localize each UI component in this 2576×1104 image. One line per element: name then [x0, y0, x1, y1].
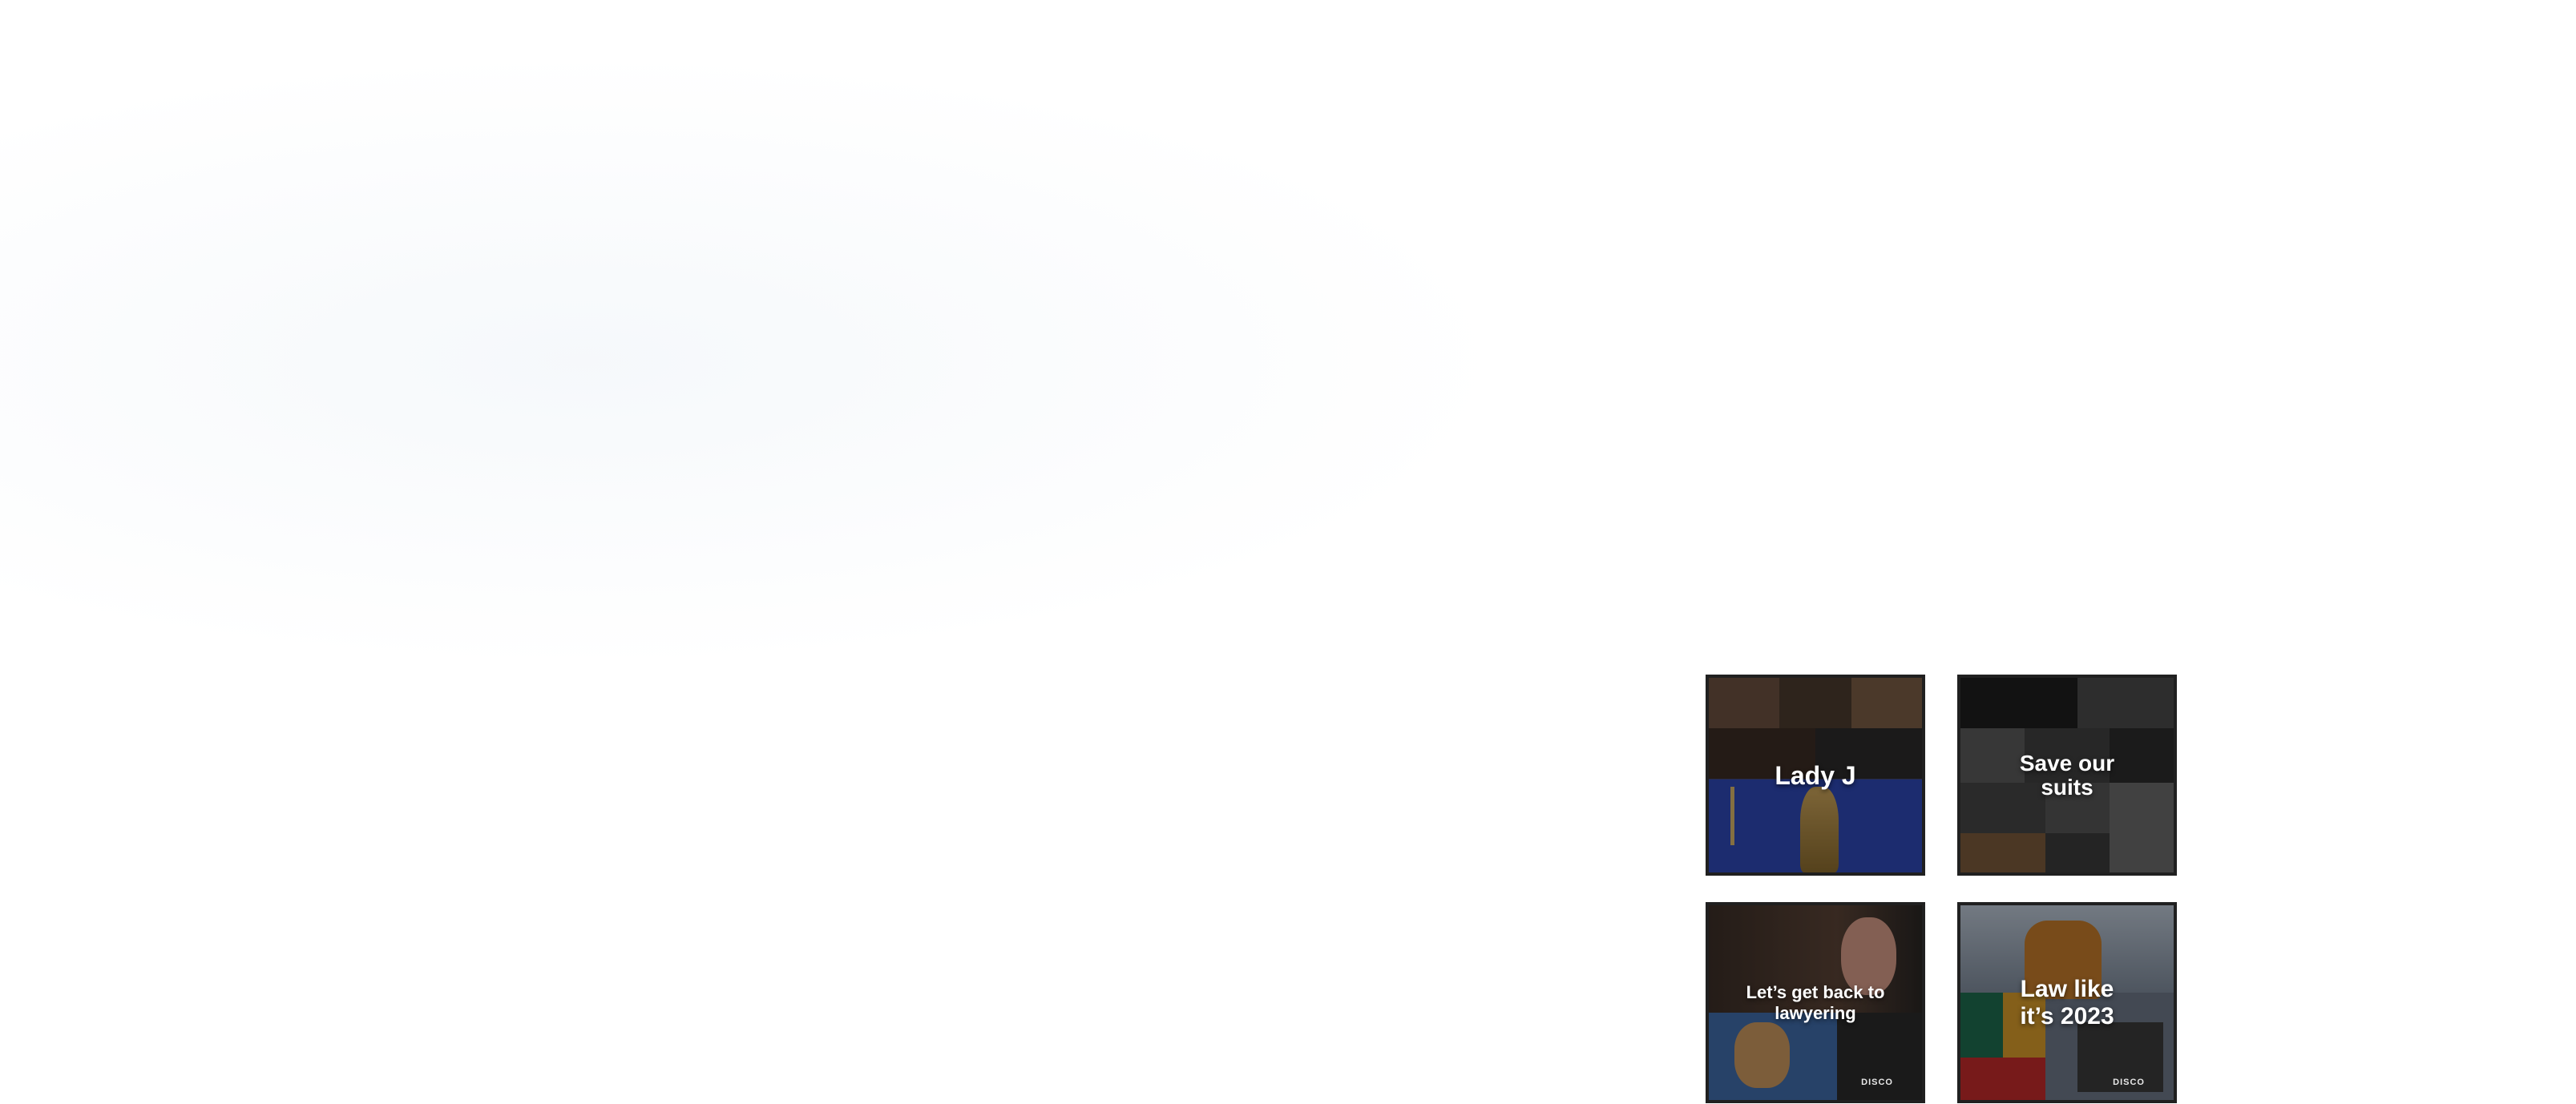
- faded-hero-background: [0, 0, 1667, 721]
- tile-lady-j[interactable]: Lady J: [1706, 675, 1925, 876]
- tile-save-our-suits[interactable]: Save our suits: [1957, 675, 2177, 876]
- save-our-suits-thumbnail: [1960, 678, 2174, 872]
- tile-caption: Save our suits: [2019, 750, 2115, 800]
- lady-j-thumbnail: [1709, 678, 1922, 872]
- video-tile-grid: Lady J Save our suits Let’s get back to …: [1706, 675, 2177, 1104]
- disco-logo: DISCO: [2113, 1078, 2145, 1087]
- disco-logo: DISCO: [1861, 1078, 1893, 1087]
- tile-law-like-2023[interactable]: Law like it’s 2023 DISCO: [1957, 902, 2177, 1103]
- tile-caption: Law like it’s 2023: [2020, 975, 2114, 1029]
- tile-caption: Let’s get back to lawyering: [1746, 981, 1885, 1023]
- tile-back-to-lawyering[interactable]: Let’s get back to lawyering DISCO: [1706, 902, 1925, 1103]
- tile-caption: Lady J: [1775, 760, 1856, 790]
- justice-statue-image: [1800, 787, 1839, 872]
- puppets-thumbnail: [1709, 905, 1922, 1100]
- office-thumbnail: [1960, 905, 2174, 1100]
